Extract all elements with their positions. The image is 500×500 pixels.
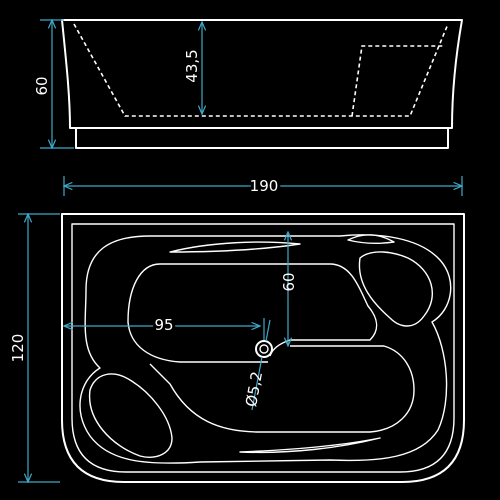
drain-inner <box>259 344 269 354</box>
lower-channel-outline <box>149 345 415 433</box>
tub-inner-basin-hidden-line <box>73 23 449 117</box>
tub-basin-outline <box>79 234 452 464</box>
drain-diameter-label: Ø5,2 <box>242 370 266 408</box>
total-height-label: 60 <box>33 76 51 95</box>
top-view <box>61 213 465 483</box>
headrest-right-upper <box>358 251 433 327</box>
dimension-total-height: 60 <box>33 20 74 148</box>
tub-backrest-hidden-line <box>351 45 444 117</box>
dimension-seat-width: 60 <box>280 232 298 346</box>
total-length-label: 190 <box>250 177 279 195</box>
dimension-drain-offset: 95 <box>64 313 265 340</box>
inner-depth-label: 43,5 <box>183 49 201 82</box>
dimension-total-width: 120 <box>9 214 60 482</box>
seat-width-label: 60 <box>280 272 298 291</box>
total-width-label: 120 <box>9 334 27 363</box>
drain-outer <box>255 340 273 358</box>
tub-side-outline <box>61 19 463 129</box>
dimension-drain-diameter: Ø5,2 <box>242 319 271 411</box>
tub-side-base <box>75 127 449 149</box>
side-view <box>61 19 463 149</box>
dimension-total-length: 190 <box>64 174 462 198</box>
armrest-top-ridge <box>169 241 301 253</box>
seat-channel-outline <box>127 263 378 363</box>
armrest-bottom-ridge <box>239 437 381 454</box>
tub-rim-inner-edge <box>71 223 455 473</box>
headrest-left-lower <box>88 373 173 458</box>
armrest-right-ridge <box>347 234 395 245</box>
drain-offset-label: 95 <box>154 316 173 334</box>
dimension-inner-depth: 43,5 <box>183 22 202 114</box>
tub-top-outline <box>61 213 465 483</box>
